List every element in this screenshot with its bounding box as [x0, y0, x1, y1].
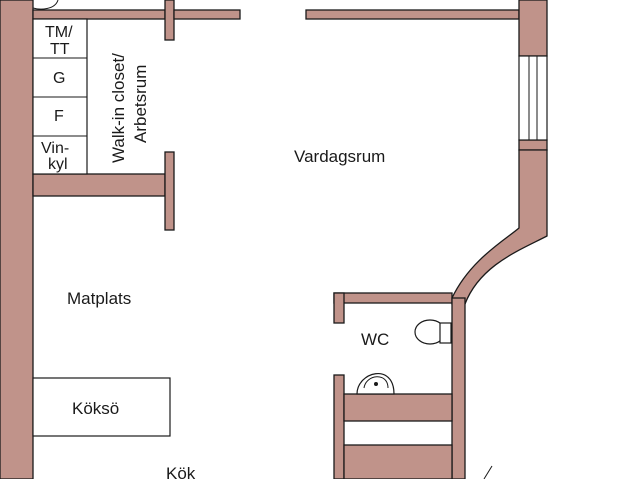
- label-koksö: Köksö: [72, 399, 119, 418]
- wall-wc-left-upper: [333, 292, 345, 324]
- label-wc: WC: [361, 330, 389, 349]
- window-right: [518, 55, 548, 141]
- label-matplats: Matplats: [67, 289, 131, 308]
- label-tm: TM/: [45, 24, 73, 41]
- kitchen-island: [32, 377, 171, 437]
- wall-right-upper: [518, 0, 548, 57]
- label-f: F: [54, 108, 64, 125]
- label-vardagsrum: Vardagsrum: [294, 147, 385, 166]
- wall-closet-upper: [164, 0, 175, 41]
- label-vin: Vin-: [41, 140, 69, 157]
- wall-top-right: [305, 9, 520, 20]
- wall-wc-bottom: [343, 393, 453, 422]
- label-g: G: [53, 70, 65, 87]
- wall-closet-bottom: [32, 173, 166, 197]
- wall-closet-stub: [164, 151, 175, 231]
- wall-right-mid: [518, 139, 548, 151]
- label-walk-in-1: Walk-in closet/: [109, 53, 128, 163]
- wall-top-mid: [173, 9, 241, 20]
- wall-top-left: [32, 9, 166, 20]
- wall-curved: [451, 149, 548, 305]
- wall-left-exterior: [0, 0, 34, 479]
- label-tt: TT: [50, 41, 70, 58]
- washbasin-icon: [356, 373, 395, 395]
- label-kyl: kyl: [48, 156, 68, 173]
- label-kok: Kök: [166, 464, 196, 479]
- label-walk-in-2: Arbetsrum: [131, 65, 150, 143]
- wall-wc-right: [451, 297, 466, 479]
- toilet-icon: [414, 319, 452, 345]
- wall-wc-left-lower: [333, 374, 345, 479]
- wall-wc-bottom2: [343, 444, 453, 479]
- wall-wc-top: [333, 292, 453, 304]
